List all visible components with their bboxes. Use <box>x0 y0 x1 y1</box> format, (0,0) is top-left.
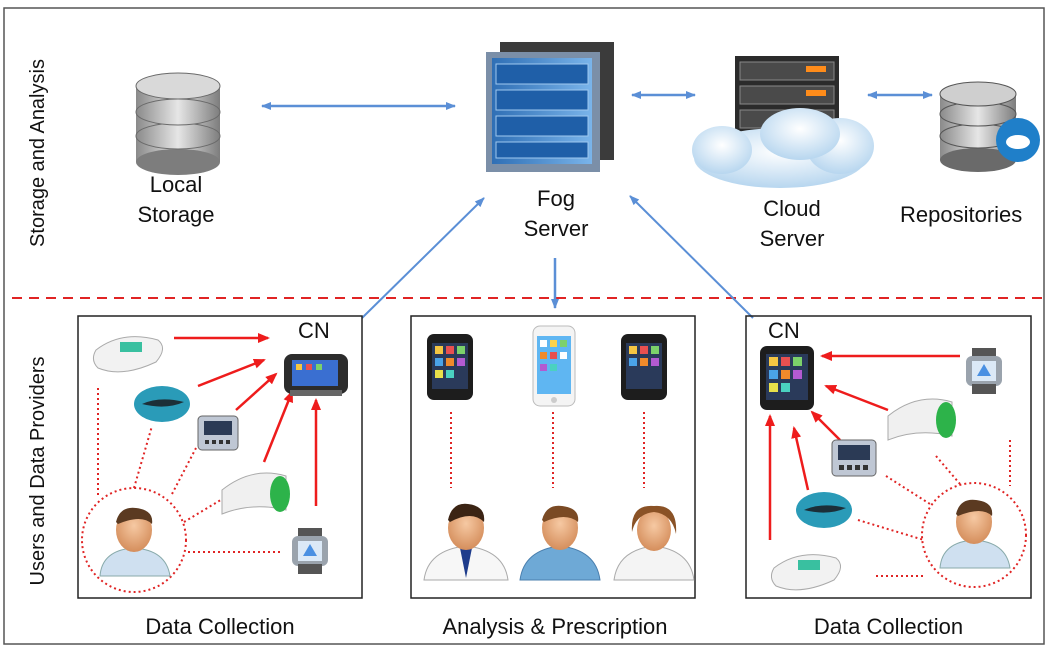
smartphone-icon <box>427 334 473 400</box>
pulse-oximeter-icon <box>770 554 841 591</box>
left-red-arrows <box>174 333 321 506</box>
right-panel <box>745 315 1032 599</box>
patient-avatar-icon <box>939 499 1011 569</box>
repositories-icon <box>939 81 1040 172</box>
smartphone-icon <box>760 346 814 410</box>
middle-dotted-links <box>450 412 645 488</box>
left-to-fog-arrow <box>361 197 485 319</box>
blood-pressure-monitor-icon <box>831 439 877 477</box>
smartphone-icon <box>621 334 667 400</box>
wrist-band-icon <box>966 348 1002 394</box>
left-panel-caption: Data Collection <box>145 614 295 639</box>
blood-pressure-monitor-icon <box>197 415 239 451</box>
database-icon <box>135 72 221 175</box>
right-to-fog-arrow <box>629 195 754 319</box>
cuff-sensor-icon <box>221 472 290 515</box>
wrist-band-icon <box>292 528 328 574</box>
nurse-icon <box>613 505 695 581</box>
cloud-server-icon <box>692 56 874 188</box>
cloud-server-label: Cloud Server <box>759 196 825 251</box>
middle-panel-caption: Analysis & Prescription <box>442 614 668 639</box>
doctor-icon <box>423 503 509 581</box>
middle-panel <box>410 315 696 599</box>
right-cn-label: CN <box>768 318 800 343</box>
right-dotted-links <box>857 440 1027 588</box>
repositories-label: Repositories <box>900 202 1023 227</box>
iphone-icon <box>532 325 576 407</box>
fog-server-icon <box>486 42 614 172</box>
doctor-icon <box>519 505 601 581</box>
cuff-sensor-icon <box>887 398 956 441</box>
outer-frame <box>3 7 1045 645</box>
insole-sensor-icon <box>796 492 852 528</box>
patient-avatar-icon <box>99 507 171 577</box>
left-cn-label: CN <box>298 318 330 343</box>
left-panel <box>77 315 363 599</box>
smartwatch-icon <box>284 354 348 396</box>
right-panel-caption: Data Collection <box>813 614 964 639</box>
pulse-oximeter-icon <box>92 336 163 373</box>
right-red-arrows <box>765 351 960 540</box>
section-label-users: Users and Data Providers <box>27 356 49 586</box>
insole-sensor-icon <box>134 386 190 422</box>
left-dotted-links <box>81 388 282 593</box>
local-storage-label: Local Storage <box>137 172 215 227</box>
section-label-storage: Storage and Analysis <box>27 59 49 247</box>
fog-server-label: Fog Server <box>523 186 589 241</box>
